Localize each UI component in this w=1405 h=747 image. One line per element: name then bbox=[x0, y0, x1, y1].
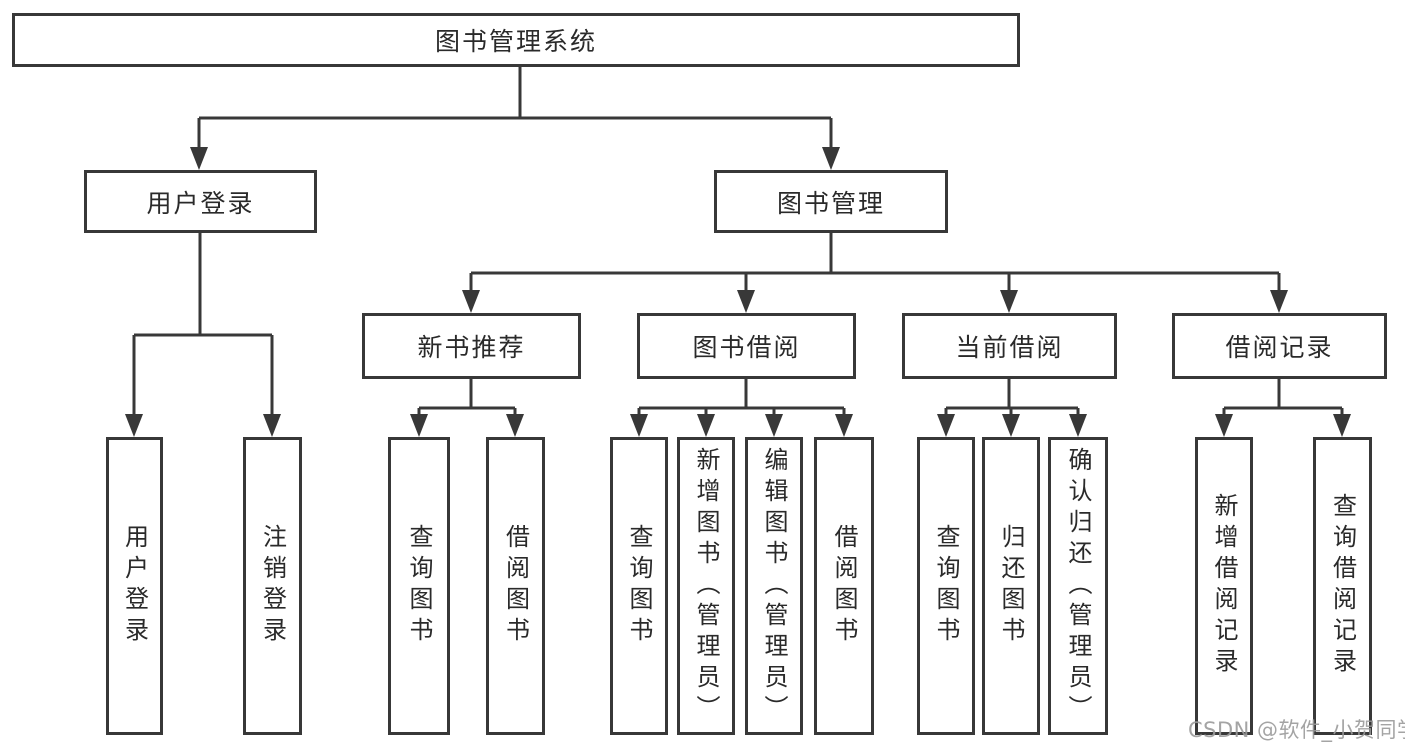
node-user-login-label: 用户登录 bbox=[146, 188, 255, 218]
node-book-borrowing: 图书借阅 bbox=[637, 313, 856, 379]
leaf-logout: 注销登录 bbox=[243, 437, 302, 735]
leaf-query-books-recommend: 查询图书 bbox=[388, 437, 450, 735]
leaf-return-books-label: 归还图书 bbox=[997, 524, 1025, 648]
node-user-login: 用户登录 bbox=[84, 170, 317, 233]
leaf-borrow-books-recommend-label: 借阅图书 bbox=[501, 524, 530, 648]
leaf-query-borrow-record-label: 查询借阅记录 bbox=[1328, 493, 1357, 679]
leaf-query-books-current: 查询图书 bbox=[917, 437, 975, 735]
node-new-book-recommendation-label: 新书推荐 bbox=[417, 333, 526, 362]
node-book-management-label: 图书管理 bbox=[776, 188, 885, 218]
leaf-query-books-borrowing: 查询图书 bbox=[610, 437, 668, 735]
node-borrowing-records-label: 借阅记录 bbox=[1225, 333, 1334, 362]
leaf-borrow-books-borrowing: 借阅图书 bbox=[814, 437, 874, 735]
leaf-query-borrow-record: 查询借阅记录 bbox=[1313, 437, 1372, 735]
node-book-borrowing-label: 图书借阅 bbox=[692, 333, 801, 362]
leaf-add-borrow-record-label: 新增借阅记录 bbox=[1210, 493, 1238, 679]
leaf-add-book-admin-label: 新增图书（管理员） bbox=[692, 446, 720, 726]
node-current-borrowing: 当前借阅 bbox=[902, 313, 1117, 379]
leaf-add-borrow-record: 新增借阅记录 bbox=[1195, 437, 1253, 735]
leaf-edit-book-admin-label: 编辑图书（管理员） bbox=[760, 446, 788, 726]
leaf-edit-book-admin: 编辑图书（管理员） bbox=[745, 437, 803, 735]
node-root-label: 图书管理系统 bbox=[434, 27, 597, 56]
leaf-borrow-books-recommend: 借阅图书 bbox=[486, 437, 545, 735]
node-current-borrowing-label: 当前借阅 bbox=[955, 333, 1064, 362]
node-new-book-recommendation: 新书推荐 bbox=[362, 313, 581, 379]
leaf-user-login-label: 用户登录 bbox=[120, 524, 149, 648]
leaf-query-books-recommend-label: 查询图书 bbox=[405, 524, 433, 648]
leaf-confirm-return-admin-label: 确认归还（管理员） bbox=[1064, 446, 1092, 726]
leaf-add-book-admin: 新增图书（管理员） bbox=[677, 437, 735, 735]
leaf-query-books-borrowing-label: 查询图书 bbox=[625, 524, 653, 648]
leaf-user-login: 用户登录 bbox=[106, 437, 163, 735]
node-root: 图书管理系统 bbox=[12, 13, 1020, 67]
leaf-return-books: 归还图书 bbox=[982, 437, 1040, 735]
leaf-logout-label: 注销登录 bbox=[258, 524, 287, 648]
node-borrowing-records: 借阅记录 bbox=[1172, 313, 1387, 379]
leaf-confirm-return-admin: 确认归还（管理员） bbox=[1048, 437, 1108, 735]
watermark: CSDN @软件_小贺同学 bbox=[1188, 718, 1405, 742]
node-book-management: 图书管理 bbox=[714, 170, 948, 233]
leaf-query-books-current-label: 查询图书 bbox=[932, 524, 960, 648]
leaf-borrow-books-borrowing-label: 借阅图书 bbox=[830, 524, 858, 648]
